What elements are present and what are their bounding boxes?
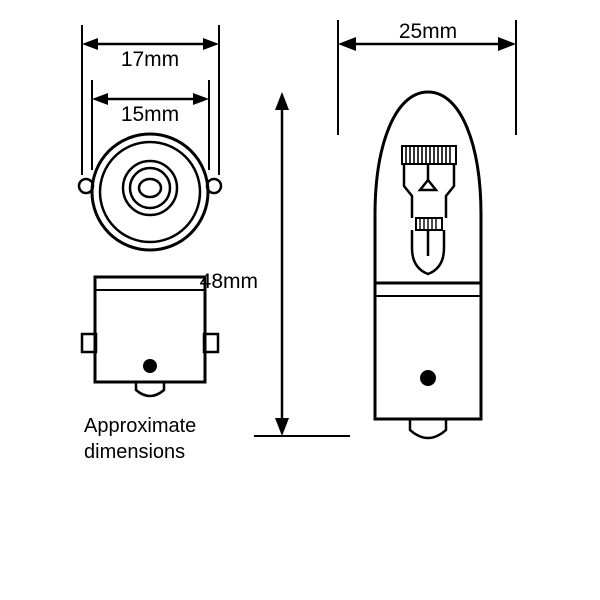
bulb-glass-envelope <box>373 90 483 285</box>
base-inner-circle <box>98 140 202 244</box>
dimension-label-25mm: 25mm <box>399 20 457 43</box>
arrow-bottom-48-icon <box>275 418 289 436</box>
dimension-label-48mm: 48mm <box>200 270 258 293</box>
arrow-top-48-icon <box>275 92 289 110</box>
bulb-filament-assembly <box>401 145 457 276</box>
bulb-metal-base <box>373 281 483 421</box>
caption-line-2: dimensions <box>84 441 185 463</box>
dimension-label-15mm: 15mm <box>121 103 179 126</box>
support-wire-center <box>417 164 439 192</box>
base-contact-ring-inner <box>128 166 172 210</box>
arrow-left-17-icon <box>82 38 98 50</box>
caption-block: Approximate dimensions <box>84 415 196 463</box>
base-side-body <box>93 275 207 384</box>
caption-line-1: Approximate <box>84 415 196 437</box>
arrow-left-25-icon <box>338 37 356 51</box>
bulb-base-nipple <box>408 419 448 440</box>
bulb-side-view: 25mm 48mm <box>200 20 517 440</box>
base-side-view <box>80 275 220 398</box>
bulb-stem <box>410 230 446 276</box>
dimension-15mm: 15mm <box>91 80 210 170</box>
base-side-pin-left <box>80 332 98 354</box>
support-wire-left <box>402 164 414 218</box>
bulb-base-contact-dot <box>420 370 436 386</box>
dimension-48mm: 48mm <box>200 92 350 437</box>
base-side-nipple <box>134 382 166 398</box>
dimension-25mm: 25mm <box>337 20 517 135</box>
arrow-left-15-icon <box>92 93 108 105</box>
dimension-label-17mm: 17mm <box>121 48 179 71</box>
arrow-right-25-icon <box>498 37 516 51</box>
base-side-pin-right <box>202 332 220 354</box>
base-side-contact-dot <box>143 359 157 373</box>
dimension-17mm: 17mm <box>81 25 220 175</box>
base-center-contact <box>137 177 163 199</box>
secondary-coil-hatching <box>419 218 437 230</box>
support-wire-right <box>444 164 456 218</box>
arrow-right-17-icon <box>203 38 219 50</box>
base-outer-circle <box>90 132 210 252</box>
filament-coil-hatching <box>405 146 451 164</box>
arrow-right-15-icon <box>193 93 209 105</box>
base-contact-ring <box>121 159 179 217</box>
base-end-view: 17mm 15mm <box>77 25 223 252</box>
